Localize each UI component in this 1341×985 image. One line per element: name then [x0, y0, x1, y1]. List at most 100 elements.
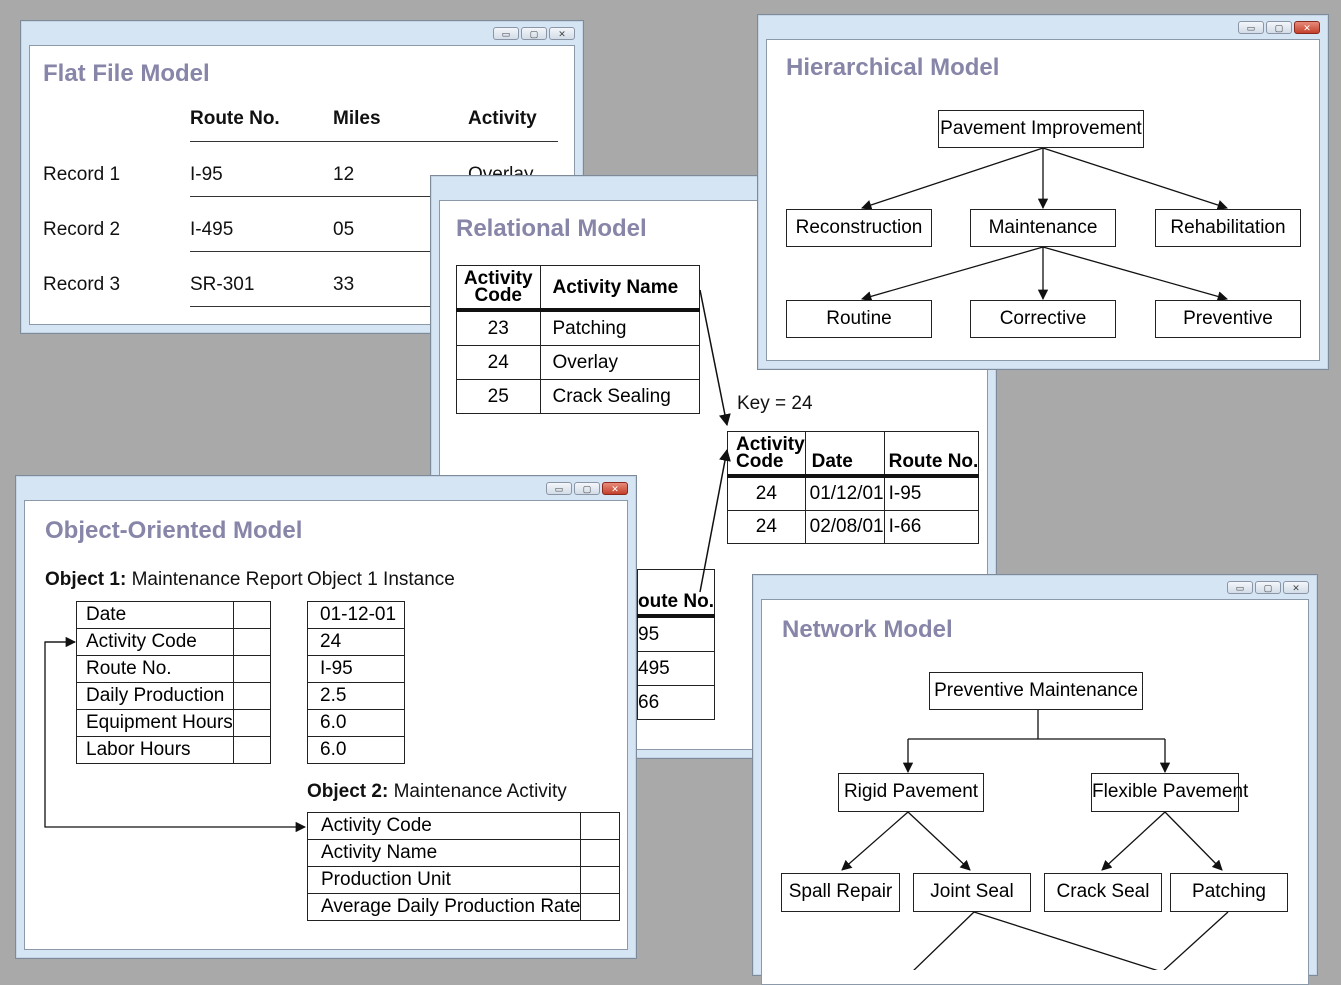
minimize-icon[interactable]: ▭ — [546, 482, 572, 495]
field-cell: Activity Name — [306, 839, 582, 867]
activity-log-table: Activity Code Date Route No. 24 01/12/01… — [727, 431, 980, 544]
route-table-partial: oute No. 95 495 66 — [637, 569, 715, 720]
object2-name: Maintenance Activity — [393, 781, 567, 802]
window-controls: ▭ ▢ ✕ — [1227, 581, 1309, 595]
object1-label: Object 1: — [45, 569, 127, 590]
header-divider — [190, 141, 558, 142]
field-type-cell — [232, 655, 271, 683]
object1-name: Maintenance Report — [131, 569, 303, 590]
record-miles: 33 — [333, 274, 355, 295]
network-content: Network Model Preventive Maintenance Rig… — [761, 599, 1309, 985]
instance-cell: 01-12-01 — [307, 601, 405, 629]
row-divider — [190, 196, 558, 197]
maximize-icon[interactable]: ▢ — [521, 27, 547, 40]
node-crack-seal: Crack Seal — [1044, 873, 1162, 912]
node-root: Preventive Maintenance — [929, 672, 1143, 710]
edge — [841, 811, 909, 871]
edge — [907, 811, 971, 871]
close-icon[interactable]: ✕ — [1294, 21, 1320, 34]
field-type-cell — [580, 839, 621, 867]
field-type-cell — [232, 628, 271, 656]
edge — [973, 911, 1158, 970]
maximize-icon[interactable]: ▢ — [1266, 21, 1292, 34]
header-route: Route No. — [190, 108, 280, 129]
record-route: SR-301 — [190, 274, 255, 295]
col-route-no: Route No. — [883, 431, 980, 477]
field-type-cell — [580, 866, 621, 894]
edge — [861, 246, 1044, 302]
route-cell: 66 — [637, 685, 715, 720]
edge — [1042, 246, 1229, 302]
activity-code-cell: 25 — [456, 379, 541, 414]
object2-label: Object 2: — [307, 781, 389, 802]
log-date-cell: 01/12/01 — [804, 475, 885, 511]
activity-code-cell: 24 — [456, 345, 541, 380]
node-patching: Patching — [1170, 873, 1288, 912]
field-cell: Route No. — [76, 655, 234, 683]
header-activity: Activity — [468, 108, 537, 129]
edge — [913, 911, 975, 970]
object-oriented-window: ▭ ▢ ✕ Object-Oriented Model Object 1: Ma… — [15, 475, 637, 959]
node-joint-seal: Joint Seal — [913, 873, 1031, 912]
header-miles: Miles — [333, 108, 381, 129]
log-code-cell: 24 — [727, 510, 806, 544]
node-maintenance: Maintenance — [970, 209, 1116, 247]
window-controls: ▭ ▢ ✕ — [493, 27, 575, 41]
minimize-icon[interactable]: ▭ — [493, 27, 519, 40]
hierarchical-window: ▭ ▢ ✕ Hierarchical Model Pavement Improv… — [757, 14, 1329, 370]
close-icon[interactable]: ✕ — [549, 27, 575, 40]
field-cell: Date — [76, 601, 234, 629]
field-cell: Daily Production — [76, 682, 234, 710]
route-cell: 495 — [637, 651, 715, 686]
route-cell: 95 — [637, 615, 715, 652]
object-oriented-title: Object-Oriented Model — [45, 517, 303, 544]
col-route-no: oute No. — [637, 569, 715, 617]
record-miles: 05 — [333, 219, 355, 240]
instance-cell: 2.5 — [307, 682, 405, 710]
close-icon[interactable]: ✕ — [1283, 581, 1309, 594]
hierarchical-content: Hierarchical Model Pavement Improvement … — [766, 39, 1320, 361]
flat-file-title: Flat File Model — [43, 60, 210, 87]
col-activity-code: Activity Code — [727, 431, 806, 477]
minimize-icon[interactable]: ▭ — [1238, 21, 1264, 34]
node-rehabilitation: Rehabilitation — [1155, 209, 1301, 247]
node-corrective: Corrective — [970, 300, 1116, 338]
key-label: Key = 24 — [737, 393, 813, 414]
record-route: I-95 — [190, 164, 223, 185]
edge — [1163, 911, 1229, 970]
activity-name-cell: Patching — [539, 309, 700, 346]
field-cell: Average Daily Production Rate — [306, 893, 582, 921]
minimize-icon[interactable]: ▭ — [1227, 581, 1253, 594]
edge — [1101, 811, 1166, 871]
network-window: ▭ ▢ ✕ Network Model Preventive Maintenan… — [752, 574, 1318, 985]
activity-table: Activity Code Activity Name 23 Patching … — [456, 265, 700, 414]
window-controls: ▭ ▢ ✕ — [1238, 21, 1320, 35]
log-date-cell: 02/08/01 — [804, 510, 885, 544]
object1-fields: Date Activity Code Route No. Daily Produ… — [76, 601, 271, 764]
maximize-icon[interactable]: ▢ — [574, 482, 600, 495]
field-type-cell — [580, 893, 621, 921]
col-activity-code: Activity Code — [456, 265, 541, 311]
activity-name-cell: Crack Sealing — [539, 379, 700, 414]
record-miles: 12 — [333, 164, 355, 185]
field-cell: Activity Code — [306, 812, 582, 840]
log-route-cell: I-95 — [883, 475, 980, 511]
edge — [861, 147, 1044, 210]
col-date: Date — [804, 431, 885, 477]
field-cell: Equipment Hours — [76, 709, 234, 737]
instance-cell: 24 — [307, 628, 405, 656]
node-routine: Routine — [786, 300, 932, 338]
node-reconstruction: Reconstruction — [786, 209, 932, 247]
close-icon[interactable]: ✕ — [602, 482, 628, 495]
network-title: Network Model — [782, 616, 953, 643]
field-cell: Labor Hours — [76, 736, 234, 764]
field-cell: Activity Code — [76, 628, 234, 656]
instance-cell: 6.0 — [307, 709, 405, 737]
log-route-cell: I-66 — [883, 510, 980, 544]
object-oriented-content: Object-Oriented Model Object 1: Maintena… — [24, 500, 628, 950]
node-preventive: Preventive — [1155, 300, 1301, 338]
object1-heading: Object 1: Maintenance Report — [45, 569, 303, 591]
maximize-icon[interactable]: ▢ — [1255, 581, 1281, 594]
window-controls: ▭ ▢ ✕ — [546, 482, 628, 496]
col-activity-name: Activity Name — [539, 265, 700, 311]
